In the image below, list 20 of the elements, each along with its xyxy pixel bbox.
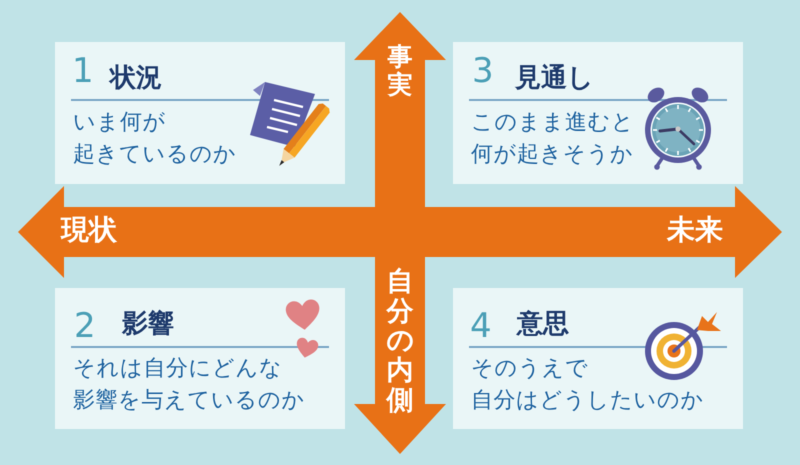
step-number: 4 xyxy=(470,309,492,343)
panel-heading: 見通し xyxy=(515,64,594,93)
quadrant-panel xyxy=(453,42,743,184)
description-text: いま何が起きているのか xyxy=(73,109,236,169)
axis-label: 未来 xyxy=(667,215,723,246)
quadrant-panel xyxy=(55,42,345,184)
axis-label: 現状 xyxy=(61,215,117,246)
step-number: 1 xyxy=(72,54,94,88)
axis-label: 事実 xyxy=(388,43,412,98)
description-text: それは自分にどんな影響を与えているのか xyxy=(73,355,305,415)
step-number: 3 xyxy=(472,54,494,88)
description-text: このまま進むと何が起きそうか xyxy=(471,109,634,169)
panel-heading: 意思 xyxy=(517,310,569,339)
panel-heading: 影響 xyxy=(122,310,174,339)
panel-heading: 状況 xyxy=(110,64,162,93)
step-number: 2 xyxy=(74,309,96,343)
description-text: そのうえで自分はどうしたいのか xyxy=(471,355,704,415)
quadrant-panel xyxy=(453,288,743,429)
axis-label: 自分の内側 xyxy=(386,267,414,416)
quadrant-panel xyxy=(55,288,345,429)
